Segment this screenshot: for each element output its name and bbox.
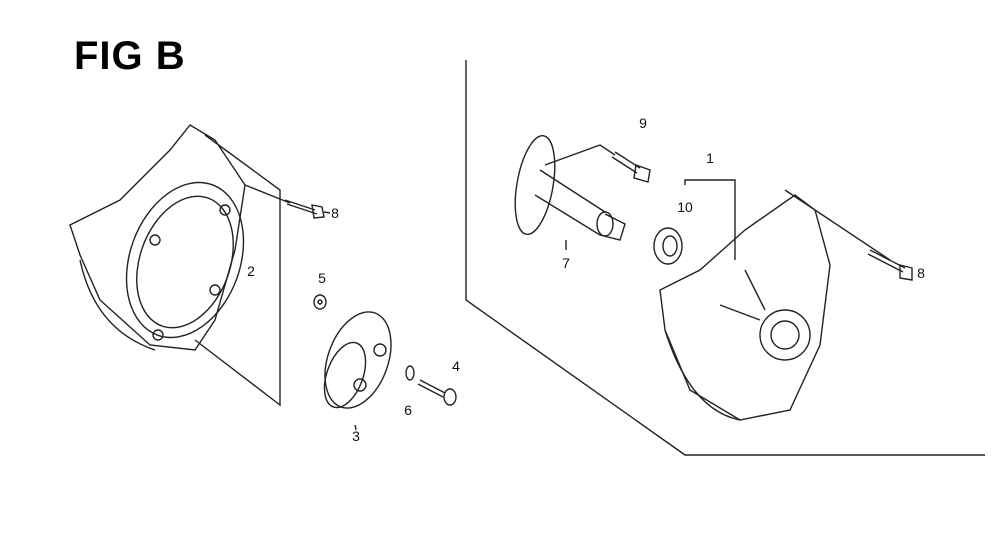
callout-9: 9 [639,115,647,131]
callout-6: 6 [404,402,412,418]
callout-2: 2 [247,263,255,279]
bolt-8-left [284,199,331,219]
callout-7: 7 [562,255,570,271]
callout-5: 5 [318,270,326,286]
callout-1: 1 [706,150,714,166]
callout-8-right: 8 [917,265,925,281]
callout-10: 10 [677,199,693,215]
bolt-8-right [867,249,913,281]
clutch-assembly [323,311,392,431]
washer-6 [405,365,415,381]
boundary-lines [194,60,985,456]
bearing-10 [653,227,683,265]
callout-8-left: 8 [331,205,339,221]
clutch-cover-left [69,124,246,351]
clutch-housing-right [659,194,831,421]
washer-5 [313,294,327,310]
bolt-4 [417,379,457,406]
bolt-9 [611,151,651,183]
callout-3: 3 [352,428,360,444]
callout-4: 4 [452,358,460,374]
shaft-7 [514,134,626,250]
figure-title: FIG B [74,34,186,78]
